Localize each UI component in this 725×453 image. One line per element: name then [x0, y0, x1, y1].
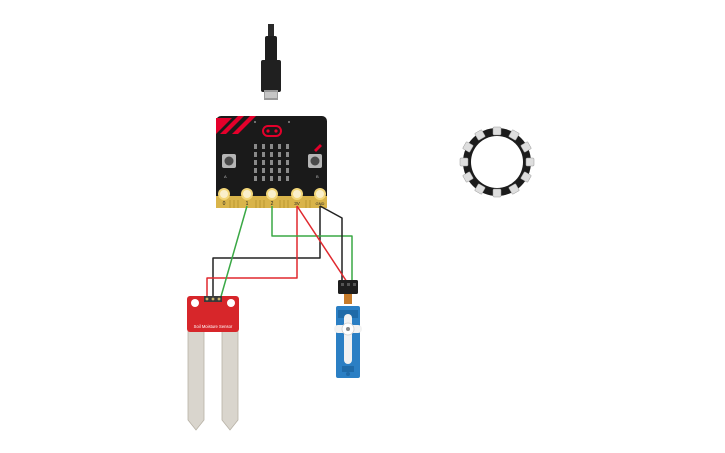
- neopixel-ring[interactable]: [459, 126, 535, 198]
- servo-motor[interactable]: [334, 280, 362, 378]
- pin-1[interactable]: 1: [241, 188, 253, 207]
- pin-0-label: 0: [223, 201, 226, 207]
- button-b[interactable]: [308, 154, 322, 168]
- wire-3v-servo[interactable]: [296, 205, 348, 283]
- soil-sensor-label: Soil Moisture Sensor: [194, 324, 233, 329]
- wire-3v-sensor[interactable]: [206, 206, 298, 300]
- pin-gnd-label: GND: [316, 201, 325, 206]
- pin-2-label: 2: [271, 201, 274, 207]
- pin-0[interactable]: 0: [218, 188, 230, 207]
- soil-moisture-sensor[interactable]: Soil Moisture Sensor: [187, 296, 239, 431]
- wires: [206, 205, 353, 301]
- button-a[interactable]: [222, 154, 236, 168]
- pin-2[interactable]: 2: [266, 188, 278, 207]
- pin-gnd[interactable]: GND: [314, 188, 326, 206]
- led-matrix: [254, 144, 289, 181]
- wire-pin1-sensor[interactable]: [219, 205, 248, 301]
- wire-pin2-servo[interactable]: [271, 206, 353, 285]
- wire-gnd-servo[interactable]: [319, 205, 343, 285]
- servo-horn[interactable]: [334, 314, 362, 364]
- svg-text:B: B: [316, 174, 319, 179]
- microbit-board[interactable]: A B 0 1 2 3V: [216, 116, 327, 208]
- usb-cable-icon[interactable]: [261, 24, 281, 100]
- pin-3v[interactable]: 3V: [291, 188, 303, 206]
- pin-3v-label: 3V: [294, 201, 300, 206]
- pin-1-label: 1: [246, 201, 249, 207]
- wire-gnd-sensor[interactable]: [212, 206, 321, 300]
- svg-text:A: A: [224, 174, 227, 179]
